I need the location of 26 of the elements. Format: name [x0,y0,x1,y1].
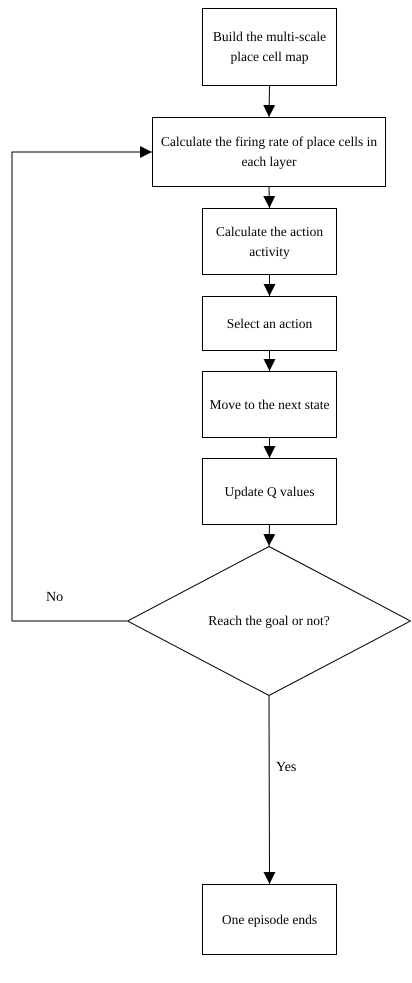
process-box [202,458,337,525]
process-box [202,884,337,955]
arrow [263,524,276,546]
arrow [12,146,152,622]
node-text: Calculate the action activity [214,222,324,261]
arrow [263,186,276,208]
arrow [263,696,276,884]
node-text: Calculate the firing rate of place cells in each layer [160,133,378,171]
node-text: Move to the next state [210,396,330,414]
process-box [202,371,337,438]
process-box [202,8,337,86]
node-text: Reach the goal or not? [208,612,330,630]
arrow [263,86,276,118]
process-box [152,117,386,187]
edge-label: Yes [276,760,296,776]
edge-label: No [46,590,64,606]
node-text: Select an action [226,314,312,333]
decision-diamond [127,546,411,696]
process-box [202,296,337,351]
arrow [264,274,276,296]
node-text: Update Q values [224,482,314,501]
process-box [202,208,337,275]
arrow [264,438,276,458]
node-text: Build the multi-scale place cell map [212,28,328,66]
arrow [264,350,276,372]
node-text: One episode ends [222,910,318,929]
